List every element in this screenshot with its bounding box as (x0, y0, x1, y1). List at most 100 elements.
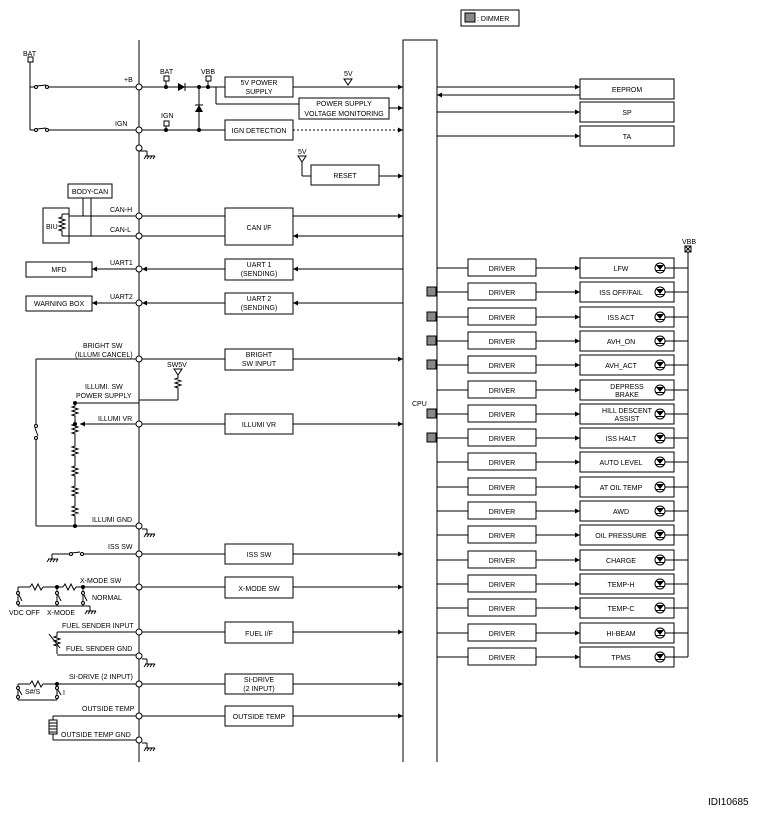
eeprom-block (579, 78, 675, 100)
sp-block (579, 101, 675, 123)
driver-label: DRIVER (489, 582, 515, 589)
eeprom-label: EEPROM (612, 87, 643, 94)
fuel-sender-input-label: FUEL SENDER INPUT (62, 623, 134, 630)
warning-box-label: WARNING BOX (34, 301, 85, 308)
vdc-off-label: VDC OFF (9, 610, 40, 617)
fuel-sender-icon (52, 632, 62, 654)
bright-sw-input-line1: BRIGHT (246, 352, 273, 359)
illumi-sw-power-1: ILLUMI. SW (85, 384, 123, 391)
indicator-label: AUTO LEVEL (599, 460, 642, 467)
indicator-label: BRAKE (615, 392, 639, 399)
indicator-label: AT OIL TEMP (600, 485, 643, 492)
dimmer-legend-swatch (464, 12, 476, 23)
x-mode-label: X-MODE (47, 610, 75, 617)
indicator-label: OIL PRESSURE (595, 533, 647, 540)
uart1-line2: (SENDING) (241, 271, 278, 278)
ta-label: TA (623, 134, 632, 141)
si-drive-line2: (2 INPUT) (243, 686, 275, 693)
plus-b-label: +B (124, 77, 133, 84)
xmode-sw-signal-label: X-MODE SW (80, 578, 122, 585)
sw5v-label: SW5V (167, 362, 187, 369)
dimmer-marker (426, 408, 437, 419)
driver-label: DRIVER (489, 339, 515, 346)
uart2-line2: (SENDING) (241, 305, 278, 312)
indicator-label: AVH_ACT (605, 363, 637, 370)
driver-label: DRIVER (489, 266, 515, 273)
bat-small-label: BAT (160, 69, 174, 76)
indicator-label: HILL DESCENT (602, 408, 653, 415)
legend-label: : DIMMER (477, 16, 509, 23)
diode-icon-2 (195, 105, 203, 112)
driver-label: DRIVER (489, 290, 515, 297)
driver-label: DRIVER (489, 485, 515, 492)
bright-sw-label-2: (ILLUMI CANCEL) (75, 352, 133, 359)
uart2-line1: UART 2 (247, 296, 272, 303)
figure-id: IDI10685 (708, 797, 749, 808)
fuel-if-label: FUEL I/F (245, 631, 273, 638)
driver-label: DRIVER (489, 631, 515, 638)
bat-label: BAT (23, 51, 37, 58)
driver-label: DRIVER (489, 606, 515, 613)
dimmer-marker (426, 286, 437, 297)
illumi-sw-power-2: POWER SUPPLY (76, 393, 132, 400)
dimmer-marker (426, 311, 437, 322)
indicator-label: DEPRESS (610, 384, 644, 391)
indicator-rows: DRIVER LFW DRIVER ISS OFF/FAIL DRIVER ISS ACT… (426, 257, 688, 668)
si-drive-line1: SI-DRIVE (244, 677, 275, 684)
driver-label: DRIVER (489, 509, 515, 516)
reset-block (310, 164, 380, 186)
dimmer-marker (426, 432, 437, 443)
dimmer-marker (426, 335, 437, 346)
driver-label: DRIVER (489, 655, 515, 662)
can-l-label: CAN-L (110, 227, 131, 234)
resistor-icon-sw5v (173, 375, 183, 400)
iss-sw-signal-label: ISS SW (108, 544, 133, 551)
indicator-label: ISS OFF/FAIL (599, 290, 643, 297)
sp-label: SP (622, 110, 632, 117)
sharp-s-label: S#/S (25, 689, 41, 696)
i-label: I (63, 690, 65, 697)
ign-small-label: IGN (161, 113, 173, 120)
bright-sw-input-line2: SW INPUT (242, 361, 277, 368)
driver-label: DRIVER (489, 460, 515, 467)
driver-label: DRIVER (489, 436, 515, 443)
bat-terminal (27, 56, 34, 63)
uart2-signal-label: UART2 (110, 294, 133, 301)
power-supply-5v-line1: 5V POWER (241, 80, 278, 87)
normal-label: NORMAL (92, 595, 122, 602)
indicator-label: AWD (613, 509, 629, 516)
dimmer-marker (426, 359, 437, 370)
voltage-monitoring-line2: VOLTAGE MONITORING (304, 111, 383, 118)
vbb-small-label: VBB (201, 69, 215, 76)
fuel-sender-gnd-label: FUEL SENDER GND (66, 646, 132, 653)
vbb-right-label: VBB (682, 239, 696, 246)
driver-label: DRIVER (489, 315, 515, 322)
illumi-vr-label: ILLUMI VR (242, 422, 276, 429)
uart1-line1: UART 1 (247, 262, 272, 269)
si-drive-signal-label: SI-DRIVE (2 INPUT) (69, 674, 133, 681)
can-h-label: CAN-H (110, 207, 132, 214)
body-can-label: BODY-CAN (72, 189, 108, 196)
voltage-monitoring-line1: POWER SUPPLY (316, 101, 372, 108)
xmode-sw-block-label: X-MODE SW (238, 586, 280, 593)
resistor-ladder (70, 403, 80, 526)
ta-block (579, 125, 675, 147)
driver-label: DRIVER (489, 558, 515, 565)
resistor-icon-biu (57, 214, 67, 236)
indicator-label: TPMS (611, 655, 631, 662)
outside-temp-signal-label: OUTSIDE TEMP (82, 706, 135, 713)
cpu-block (402, 39, 438, 762)
illumi-vr-signal-label: ILLUMI VR (98, 416, 132, 423)
iss-sw-block-label: ISS SW (247, 552, 272, 559)
indicator-label: HI-BEAM (606, 631, 635, 638)
bright-sw-label-1: BRIGHT SW (83, 343, 123, 350)
cpu-label: CPU (412, 401, 427, 408)
can-if-label: CAN I/F (247, 225, 272, 232)
can-if-block (224, 207, 294, 246)
indicator-label: TEMP-C (608, 606, 635, 613)
driver-label: DRIVER (489, 533, 515, 540)
indicator-label: ISS ACT (608, 315, 636, 322)
indicator-label: ISS HALT (606, 436, 637, 443)
indicator-label: LFW (614, 266, 629, 273)
